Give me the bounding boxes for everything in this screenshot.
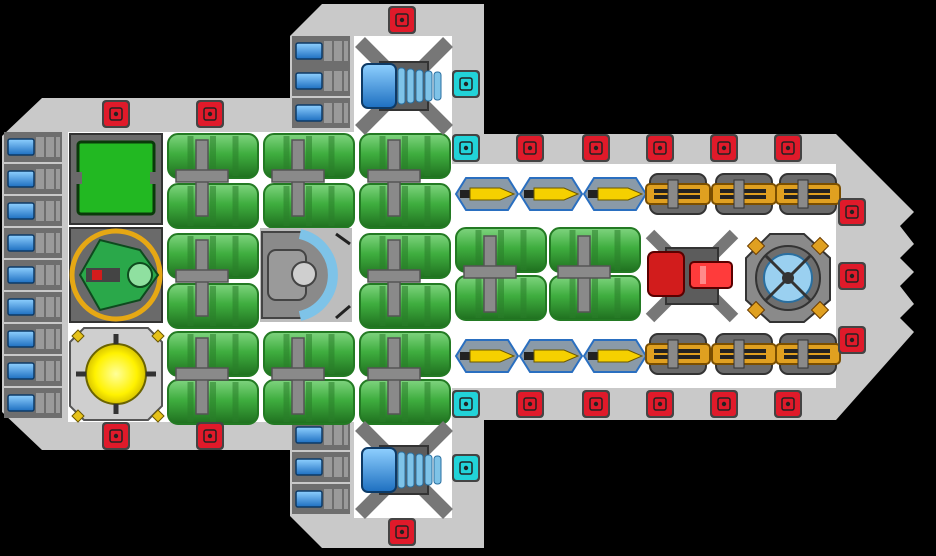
hardpoint-red-9[interactable] (838, 198, 866, 226)
hardpoint-red-17[interactable] (102, 422, 130, 450)
hardpoint-cyan-4[interactable] (452, 454, 480, 482)
hardpoint-cyan-2[interactable] (452, 134, 480, 162)
missile-launcher-bottom-2 (518, 339, 584, 373)
cannon-bottom-3 (775, 333, 841, 375)
fuel-pipe-h10 (557, 265, 611, 279)
missile-launcher-top-1 (454, 177, 520, 211)
cannon-bottom-1 (645, 333, 711, 375)
hardpoint-cyan-1[interactable] (452, 70, 480, 98)
shield-generator[interactable] (260, 228, 352, 322)
hardpoint-red-14[interactable] (646, 390, 674, 418)
computer-screen[interactable] (69, 133, 163, 225)
hardpoint-red-16[interactable] (774, 390, 802, 418)
hardpoint-red-18[interactable] (196, 422, 224, 450)
fuel-tank-c2 (359, 183, 451, 229)
hardpoint-red-3[interactable] (196, 100, 224, 128)
hardpoint-red-15[interactable] (710, 390, 738, 418)
thruster-vent-top-2 (292, 66, 350, 96)
fuel-pipe-h4 (175, 269, 229, 283)
thruster-vent-left-1 (4, 132, 62, 162)
thruster-vent-left-2 (4, 164, 62, 194)
hardpoint-red-2[interactable] (102, 100, 130, 128)
hardpoint-red-4[interactable] (516, 134, 544, 162)
hardpoint-red-19[interactable] (388, 518, 416, 546)
hardpoint-cyan-3[interactable] (452, 390, 480, 418)
fuel-tank-b1 (263, 133, 355, 179)
hardpoint-red-8[interactable] (774, 134, 802, 162)
power-core[interactable] (69, 327, 165, 423)
hardpoint-red-7[interactable] (710, 134, 738, 162)
fuel-pipe-h2 (271, 169, 325, 183)
fuel-tank-a6 (167, 379, 259, 425)
thruster-vent-left-4 (4, 228, 62, 258)
cannon-top-2 (711, 173, 777, 215)
fuel-pipe-h8 (367, 367, 421, 381)
thruster-vent-top-1 (292, 36, 350, 66)
cannon-bottom-2 (711, 333, 777, 375)
hardpoint-red-10[interactable] (838, 262, 866, 290)
fuel-pipe-h1 (175, 169, 229, 183)
cannon-top-1 (645, 173, 711, 215)
fuel-pipe-h9 (463, 265, 517, 279)
thruster-vent-bottom-2 (292, 452, 350, 482)
engine-thruster-bottom (355, 421, 453, 519)
missile-launcher-bottom-3 (582, 339, 648, 373)
fuel-tank-a2 (167, 183, 259, 229)
engine-thruster-top (355, 37, 453, 135)
fuel-pipe-h7 (271, 367, 325, 381)
thruster-vent-left-7 (4, 324, 62, 354)
fuel-tank-a4 (167, 283, 259, 329)
fuel-pipe-h6 (175, 367, 229, 381)
cannon-top-3 (775, 173, 841, 215)
fuel-tank-c6 (359, 379, 451, 425)
hardpoint-red-13[interactable] (582, 390, 610, 418)
fuel-tank-c1 (359, 133, 451, 179)
thruster-vent-top-3 (292, 98, 350, 128)
hardpoint-red-11[interactable] (838, 326, 866, 354)
engine-reactor[interactable] (645, 229, 739, 323)
thruster-vent-left-6 (4, 292, 62, 322)
fuel-pipe-h3 (367, 169, 421, 183)
missile-launcher-bottom-1 (454, 339, 520, 373)
missile-launcher-top-3 (582, 177, 648, 211)
command-module[interactable] (69, 227, 163, 323)
fuel-tank-c4 (359, 283, 451, 329)
fuel-tank-e2 (549, 275, 641, 321)
thruster-vent-left-3 (4, 196, 62, 226)
hardpoint-red-5[interactable] (582, 134, 610, 162)
missile-launcher-top-2 (518, 177, 584, 211)
hardpoint-red-12[interactable] (516, 390, 544, 418)
gyro-stabilizer[interactable] (745, 233, 831, 323)
fuel-pipe-h5 (367, 269, 421, 283)
hardpoint-red-6[interactable] (646, 134, 674, 162)
thruster-vent-left-8 (4, 356, 62, 386)
thruster-vent-bottom-3 (292, 484, 350, 514)
fuel-tank-d2 (455, 275, 547, 321)
fuel-tank-b6 (263, 379, 355, 425)
fuel-tank-b2 (263, 183, 355, 229)
thruster-vent-left-5 (4, 260, 62, 290)
hardpoint-red-1[interactable] (388, 6, 416, 34)
thruster-vent-left-9 (4, 388, 62, 418)
